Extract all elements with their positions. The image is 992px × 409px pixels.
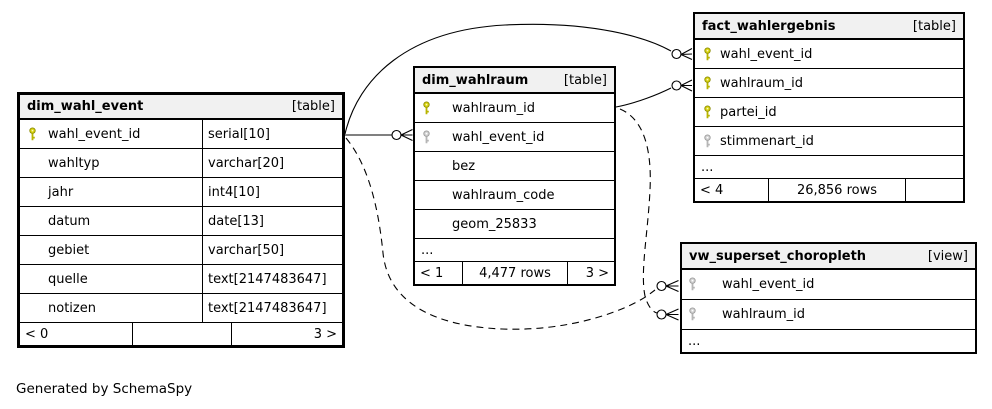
table-row: bez bbox=[415, 152, 614, 181]
table-footer: < 4 26,856 rows bbox=[695, 179, 963, 201]
table-row: wahlraum_id bbox=[682, 300, 975, 330]
table-kind-badge: [table] bbox=[912, 18, 956, 34]
table-kind-badge: [view] bbox=[927, 248, 968, 264]
edge-dimwahlraum-factwahlergebnis bbox=[615, 79, 693, 108]
primary-key-icon bbox=[695, 104, 720, 120]
table-footer: < 0 3 > bbox=[20, 323, 342, 345]
row-count: 4,477 rows bbox=[462, 262, 567, 284]
column-type: text[2147483647] bbox=[202, 265, 342, 293]
column-name: wahl_event_id bbox=[722, 277, 815, 292]
column-name: wahltyp bbox=[48, 155, 100, 171]
table-node-dim-wahlraum[interactable]: dim_wahlraum [table] wahlraum_id wahl_ev… bbox=[413, 66, 616, 286]
column-type: text[2147483647] bbox=[202, 294, 342, 322]
table-row: wahl_event_id bbox=[695, 40, 963, 69]
more-columns-ellipsis: ... bbox=[695, 156, 963, 179]
table-footer: < 1 4,477 rows 3 > bbox=[415, 262, 614, 284]
edge-dimwahlevent-vwchoropleth bbox=[345, 137, 679, 330]
edge-dimwahlevent-dimwahlraum bbox=[345, 129, 413, 141]
table-row: gebiet varchar[50] bbox=[20, 236, 342, 265]
table-header: vw_superset_choropleth [view] bbox=[682, 244, 975, 270]
primary-key-icon bbox=[415, 100, 437, 116]
column-type: serial[10] bbox=[202, 120, 342, 148]
edge-dimwahlevent-factwahlergebnis bbox=[344, 23, 693, 135]
column-name: partei_id bbox=[720, 104, 777, 120]
column-name: wahl_event_id bbox=[720, 46, 813, 62]
more-columns-ellipsis: ... bbox=[688, 334, 701, 349]
column-name: wahlraum_id bbox=[452, 100, 536, 116]
column-name: geom_25833 bbox=[452, 216, 537, 232]
table-row: wahltyp varchar[20] bbox=[20, 149, 342, 178]
table-row: wahlraum_id bbox=[695, 69, 963, 98]
generated-by-caption: Generated by SchemaSpy bbox=[16, 381, 193, 397]
more-columns-ellipsis: ... bbox=[415, 239, 614, 262]
column-name: quelle bbox=[48, 271, 88, 287]
table-row: stimmenart_id bbox=[695, 127, 963, 156]
primary-key-icon bbox=[20, 126, 44, 142]
column-type: varchar[50] bbox=[202, 236, 342, 264]
foreign-key-icon bbox=[682, 307, 702, 322]
row-count bbox=[132, 323, 231, 345]
table-title: dim_wahlraum bbox=[422, 72, 529, 88]
column-name: stimmenart_id bbox=[720, 133, 814, 149]
table-node-vw-superset-choropleth[interactable]: vw_superset_choropleth [view] wahl_event… bbox=[680, 242, 977, 354]
table-row: jahr int4[10] bbox=[20, 178, 342, 207]
table-row: geom_25833 bbox=[415, 210, 614, 239]
table-row: quelle text[2147483647] bbox=[20, 265, 342, 294]
table-node-dim-wahl-event[interactable]: dim_wahl_event [table] wahl_event_id ser… bbox=[17, 92, 345, 348]
column-name: wahlraum_id bbox=[722, 307, 806, 322]
column-name: wahl_event_id bbox=[48, 126, 141, 142]
pager-prev: < 0 bbox=[25, 326, 49, 342]
table-title: vw_superset_choropleth bbox=[689, 248, 867, 264]
table-row: datum date[13] bbox=[20, 207, 342, 236]
column-name: wahlraum_code bbox=[452, 187, 555, 203]
edge-dimwahlraum-vwchoropleth bbox=[619, 108, 679, 321]
primary-key-icon bbox=[695, 46, 720, 62]
table-header: fact_wahlergebnis [table] bbox=[695, 14, 963, 40]
column-name: gebiet bbox=[48, 242, 90, 258]
row-count: 26,856 rows bbox=[768, 179, 905, 201]
table-header: dim_wahl_event [table] bbox=[20, 95, 342, 120]
table-row: wahlraum_code bbox=[415, 181, 614, 210]
foreign-key-icon bbox=[695, 133, 720, 149]
column-name: jahr bbox=[48, 184, 74, 200]
pager-next: 3 > bbox=[567, 262, 614, 284]
table-kind-badge: [table] bbox=[291, 99, 335, 114]
foreign-key-icon bbox=[415, 129, 437, 145]
table-row: notizen text[2147483647] bbox=[20, 294, 342, 323]
column-name: datum bbox=[48, 213, 91, 229]
column-type: int4[10] bbox=[202, 178, 342, 206]
column-name: notizen bbox=[48, 300, 96, 316]
column-name: wahlraum_id bbox=[720, 75, 804, 91]
pager-next: 3 > bbox=[231, 323, 342, 345]
pager-prev: < 4 bbox=[700, 182, 724, 198]
table-row: wahl_event_id bbox=[415, 123, 614, 152]
foreign-key-icon bbox=[682, 277, 702, 292]
table-header: dim_wahlraum [table] bbox=[415, 68, 614, 94]
table-row: partei_id bbox=[695, 98, 963, 127]
table-row: wahl_event_id bbox=[682, 270, 975, 300]
table-kind-badge: [table] bbox=[563, 72, 607, 88]
table-node-fact-wahlergebnis[interactable]: fact_wahlergebnis [table] wahl_event_id … bbox=[693, 12, 965, 203]
column-name: bez bbox=[452, 158, 476, 174]
column-name: wahl_event_id bbox=[452, 129, 545, 145]
table-row: wahlraum_id bbox=[415, 94, 614, 123]
table-row: wahl_event_id serial[10] bbox=[20, 120, 342, 149]
column-type: varchar[20] bbox=[202, 149, 342, 177]
pager-next bbox=[905, 179, 963, 201]
pager-prev: < 1 bbox=[420, 265, 444, 281]
column-type: date[13] bbox=[202, 207, 342, 235]
table-title: fact_wahlergebnis bbox=[702, 18, 836, 34]
primary-key-icon bbox=[695, 75, 720, 91]
table-title: dim_wahl_event bbox=[27, 99, 144, 114]
